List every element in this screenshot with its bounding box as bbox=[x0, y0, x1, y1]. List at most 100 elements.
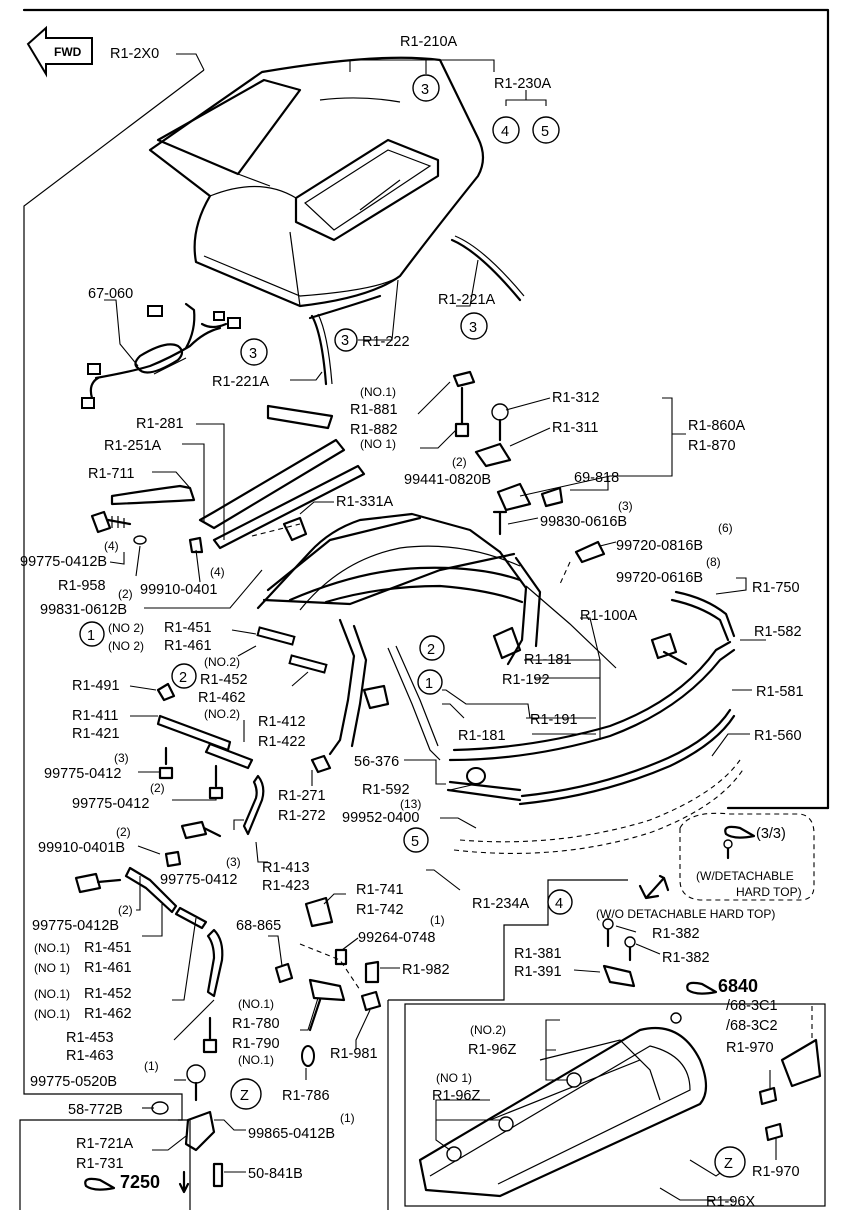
label-r1-272: R1-272 bbox=[278, 808, 326, 824]
grommet-58-772b bbox=[151, 1101, 169, 1115]
bolt-r1-881 bbox=[452, 370, 476, 388]
label-r1-582: R1-582 bbox=[754, 624, 802, 640]
label-r1-453: R1-453 bbox=[66, 1030, 114, 1046]
screw-99830 bbox=[492, 510, 508, 536]
label-r1-413: R1-413 bbox=[262, 860, 310, 876]
label-99775-0412b-a: 99775-0412B bbox=[20, 554, 107, 570]
label-99865-0412b: 99865-0412B bbox=[248, 1126, 335, 1142]
w-detachable-bubble bbox=[679, 812, 815, 901]
label-r1-451-no2: R1-451 bbox=[164, 620, 212, 636]
label-99952-0400: 99952-0400 bbox=[342, 810, 419, 826]
label-r1-411: R1-411 bbox=[72, 708, 118, 724]
label-r1-222: R1-222 bbox=[362, 334, 410, 350]
handle-r1-741 bbox=[304, 896, 334, 928]
bracket-68-3c1 bbox=[780, 1038, 822, 1088]
frame-border bbox=[19, 8, 830, 1210]
label-r1-461-no2: R1-461 bbox=[164, 638, 212, 654]
label-r1-421: R1-421 bbox=[72, 726, 120, 742]
seal-r1-453 bbox=[206, 928, 224, 998]
label-r1-311: R1-311 bbox=[552, 420, 598, 436]
screw-99775-0412-a bbox=[158, 746, 174, 780]
label-99775-0412-b: 99775-0412 bbox=[72, 796, 149, 812]
clip-50-841b bbox=[212, 1162, 224, 1188]
callout-1-b: 1 bbox=[425, 676, 433, 692]
callout-5-a: 5 bbox=[541, 124, 549, 140]
label-r1-2x0: R1-2X0 bbox=[110, 46, 159, 62]
seal-r1-412 bbox=[204, 742, 254, 770]
label-58-772b: 58-772B bbox=[68, 1102, 123, 1118]
label-no2-d: (NO.2) bbox=[204, 707, 240, 721]
label-r1-731: R1-731 bbox=[76, 1156, 124, 1172]
label-r1-581: R1-581 bbox=[756, 684, 804, 700]
bolt-r1-982 bbox=[364, 960, 380, 984]
pointing-hand-icon bbox=[84, 1177, 116, 1191]
cushion-56-376 bbox=[466, 767, 486, 785]
label-r1-381: R1-381 bbox=[514, 946, 562, 962]
clip-r1-271 bbox=[310, 754, 332, 774]
label-r1-281: R1-281 bbox=[136, 416, 184, 432]
label-no1-b: (NO 1) bbox=[360, 437, 396, 451]
washer-r1-958 bbox=[133, 535, 147, 545]
label-r1-234a: R1-234A bbox=[472, 896, 530, 912]
label-qty-4-a: (4) bbox=[104, 539, 119, 553]
callout-3-a: 3 bbox=[421, 82, 429, 98]
label-r1-462-no2: R1-462 bbox=[198, 690, 246, 706]
label-56-376: 56-376 bbox=[354, 754, 399, 770]
screw-99775-0412-b bbox=[208, 764, 224, 800]
bumper-r1-981 bbox=[360, 990, 382, 1012]
label-99720-0616b: 99720-0616B bbox=[616, 570, 703, 586]
label-r1-462-no1: R1-462 bbox=[84, 1006, 132, 1022]
callout-3-b: 3 bbox=[469, 320, 477, 336]
label-r1-451-no1: R1-451 bbox=[84, 940, 132, 956]
cap-r1-311 bbox=[474, 442, 512, 468]
screw-99775-0412b-a bbox=[90, 510, 132, 534]
screw-99775-0412-c bbox=[180, 820, 222, 840]
label-r1-780: R1-780 bbox=[232, 1016, 280, 1032]
label-r1-461-no1: R1-461 bbox=[84, 960, 132, 976]
callout-z-b: Z bbox=[724, 1156, 733, 1172]
label-ref-68-3c2: /68-3C2 bbox=[726, 1018, 778, 1034]
pad-r1-786 bbox=[301, 1045, 315, 1067]
label-qty-3-a: (3) bbox=[618, 499, 633, 513]
r1-221a-top-strip bbox=[450, 238, 522, 302]
label-no2-461: (NO 2) bbox=[108, 639, 144, 653]
label-no2-96z: (NO.2) bbox=[470, 1023, 506, 1037]
label-99910-0401: 99910-0401 bbox=[140, 582, 217, 598]
label-r1-191: R1-191 bbox=[530, 712, 578, 728]
label-r1-982: R1-982 bbox=[402, 962, 450, 978]
label-no1-790: (NO.1) bbox=[238, 1053, 274, 1067]
rear-rail-set bbox=[446, 590, 745, 854]
label-qty-1-a: (1) bbox=[430, 913, 445, 927]
label-r1-221a-top: R1-221A bbox=[438, 292, 496, 308]
screw-99865 bbox=[202, 1016, 218, 1054]
label-r1-721a: R1-721A bbox=[76, 1136, 134, 1152]
callout-4-a: 4 bbox=[501, 124, 509, 140]
label-no1-780: (NO.1) bbox=[238, 997, 274, 1011]
label-99720-0816b: 99720-0816B bbox=[616, 538, 703, 554]
label-99264-0748: 99264-0748 bbox=[358, 930, 435, 946]
label-99775-0412b-b: 99775-0412B bbox=[32, 918, 119, 934]
down-arrow-icon bbox=[178, 1170, 190, 1194]
label-r1-790: R1-790 bbox=[232, 1036, 280, 1052]
label-qty-2-a: (2) bbox=[452, 455, 467, 469]
clip-99910-0401b bbox=[164, 850, 182, 868]
label-99775-0412-a: 99775-0412 bbox=[44, 766, 121, 782]
seal-r1-452-no1 bbox=[174, 906, 208, 930]
label-r1-958: R1-958 bbox=[58, 578, 106, 594]
label-r1-452-no2: R1-452 bbox=[200, 672, 248, 688]
label-qty-8: (8) bbox=[706, 555, 721, 569]
label-r1-210a: R1-210A bbox=[400, 34, 458, 50]
bracket-r1-181 bbox=[362, 684, 390, 710]
r1-222-strip bbox=[308, 294, 382, 320]
label-68-865: 68-865 bbox=[236, 918, 281, 934]
label-r1-750: R1-750 bbox=[752, 580, 800, 596]
cover-r1-860a bbox=[496, 482, 532, 512]
label-r1-981: R1-981 bbox=[330, 1046, 378, 1062]
screw-r1-970-a bbox=[758, 1086, 778, 1106]
label-r1-96z-a: R1-96Z bbox=[468, 1042, 516, 1058]
label-r1-100a: R1-100A bbox=[580, 608, 638, 624]
pad-r1-452 bbox=[288, 654, 328, 674]
label-r1-391: R1-391 bbox=[514, 964, 562, 980]
